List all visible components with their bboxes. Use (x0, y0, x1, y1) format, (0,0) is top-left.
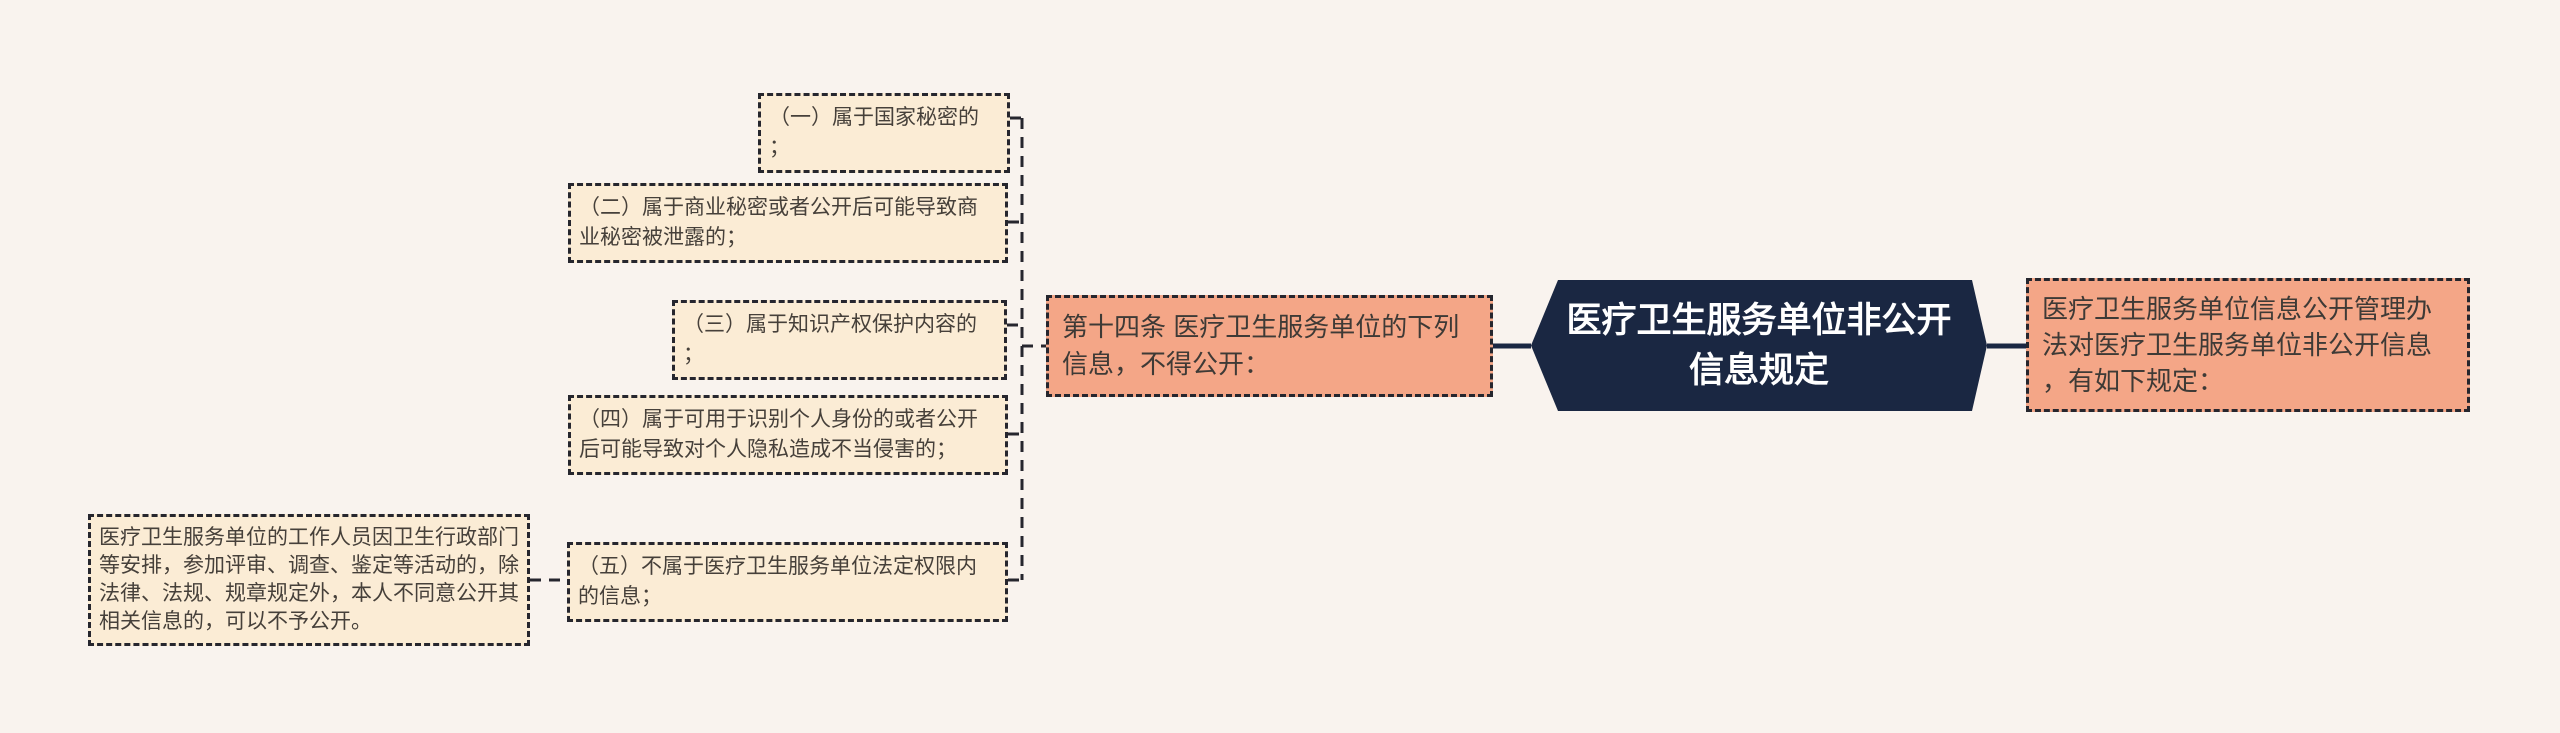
root-node-label: 医疗卫生服务单位非公开信息规定 (1566, 300, 1952, 390)
node-item-3[interactable]: （三）属于知识产权保护内容的； (672, 300, 1007, 380)
node-staff-note[interactable]: 医疗卫生服务单位的工作人员因卫生行政部门等安排，参加评审、调查、鉴定等活动的，除… (88, 514, 530, 646)
node-right-intro[interactable]: 医疗卫生服务单位信息公开管理办法对医疗卫生服务单位非公开信息，有如下规定： (2026, 278, 2470, 412)
node-item-5[interactable]: （五）不属于医疗卫生服务单位法定权限内的信息； (567, 542, 1008, 622)
node-item-4[interactable]: （四）属于可用于识别个人身份的或者公开后可能导致对个人隐私造成不当侵害的； (568, 395, 1008, 475)
node-item-1[interactable]: （一）属于国家秘密的； (758, 93, 1010, 173)
node-item-2[interactable]: （二）属于商业秘密或者公开后可能导致商业秘密被泄露的； (568, 183, 1008, 263)
root-node[interactable]: 医疗卫生服务单位非公开信息规定 (1531, 280, 1987, 411)
node-article-14[interactable]: 第十四条 医疗卫生服务单位的下列信息，不得公开： (1046, 295, 1493, 397)
